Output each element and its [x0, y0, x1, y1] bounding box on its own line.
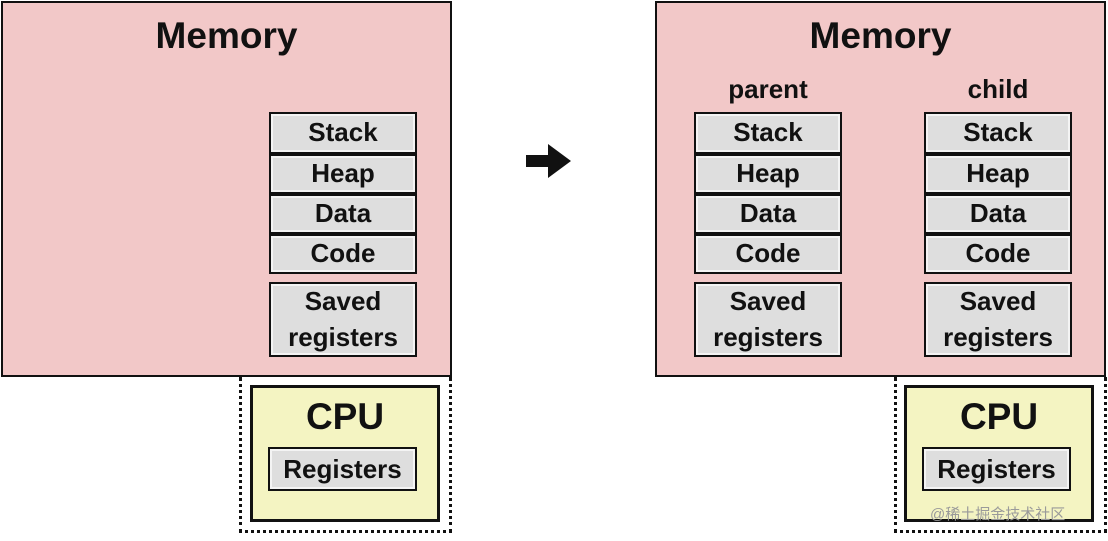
- left-memory-title: Memory: [155, 15, 298, 56]
- right-cpu-title: CPU: [959, 396, 1039, 437]
- parent-saved-registers-line1: Saved: [729, 286, 807, 317]
- left-stack-segment: Stack: [269, 112, 417, 154]
- parent-saved-registers: Saved registers: [694, 282, 842, 357]
- left-registers: Registers: [268, 447, 417, 491]
- parent-stack-segment: Stack: [694, 112, 842, 154]
- parent-code-segment: Code: [694, 234, 842, 274]
- watermark: @稀土掘金技术社区: [930, 506, 1066, 523]
- child-stack-segment: Stack: [924, 112, 1072, 154]
- child-saved-registers: Saved registers: [924, 282, 1072, 357]
- parent-saved-registers-line2: registers: [713, 321, 823, 352]
- left-cpu-title: CPU: [305, 396, 385, 437]
- left-cpu-outline: [239, 377, 452, 533]
- child-label: child: [967, 74, 1029, 104]
- parent-data-segment: Data: [694, 194, 842, 234]
- parent-heap-segment: Heap: [694, 154, 842, 194]
- left-saved-registers: Saved registers: [269, 282, 417, 357]
- child-heap-segment: Heap: [924, 154, 1072, 194]
- left-saved-registers-line1: Saved: [304, 286, 382, 317]
- child-data-segment: Data: [924, 194, 1072, 234]
- right-cpu-outline: [894, 377, 1107, 533]
- child-code-segment: Code: [924, 234, 1072, 274]
- left-heap-segment: Heap: [269, 154, 417, 194]
- left-saved-registers-line2: registers: [288, 321, 398, 352]
- left-data-segment: Data: [269, 194, 417, 234]
- parent-label: parent: [728, 74, 808, 104]
- right-memory-title: Memory: [809, 15, 952, 56]
- child-saved-registers-line2: registers: [943, 321, 1053, 352]
- child-saved-registers-line1: Saved: [959, 286, 1037, 317]
- left-code-segment: Code: [269, 234, 417, 274]
- right-registers: Registers: [922, 447, 1071, 491]
- fork-arrow-icon: [524, 140, 574, 182]
